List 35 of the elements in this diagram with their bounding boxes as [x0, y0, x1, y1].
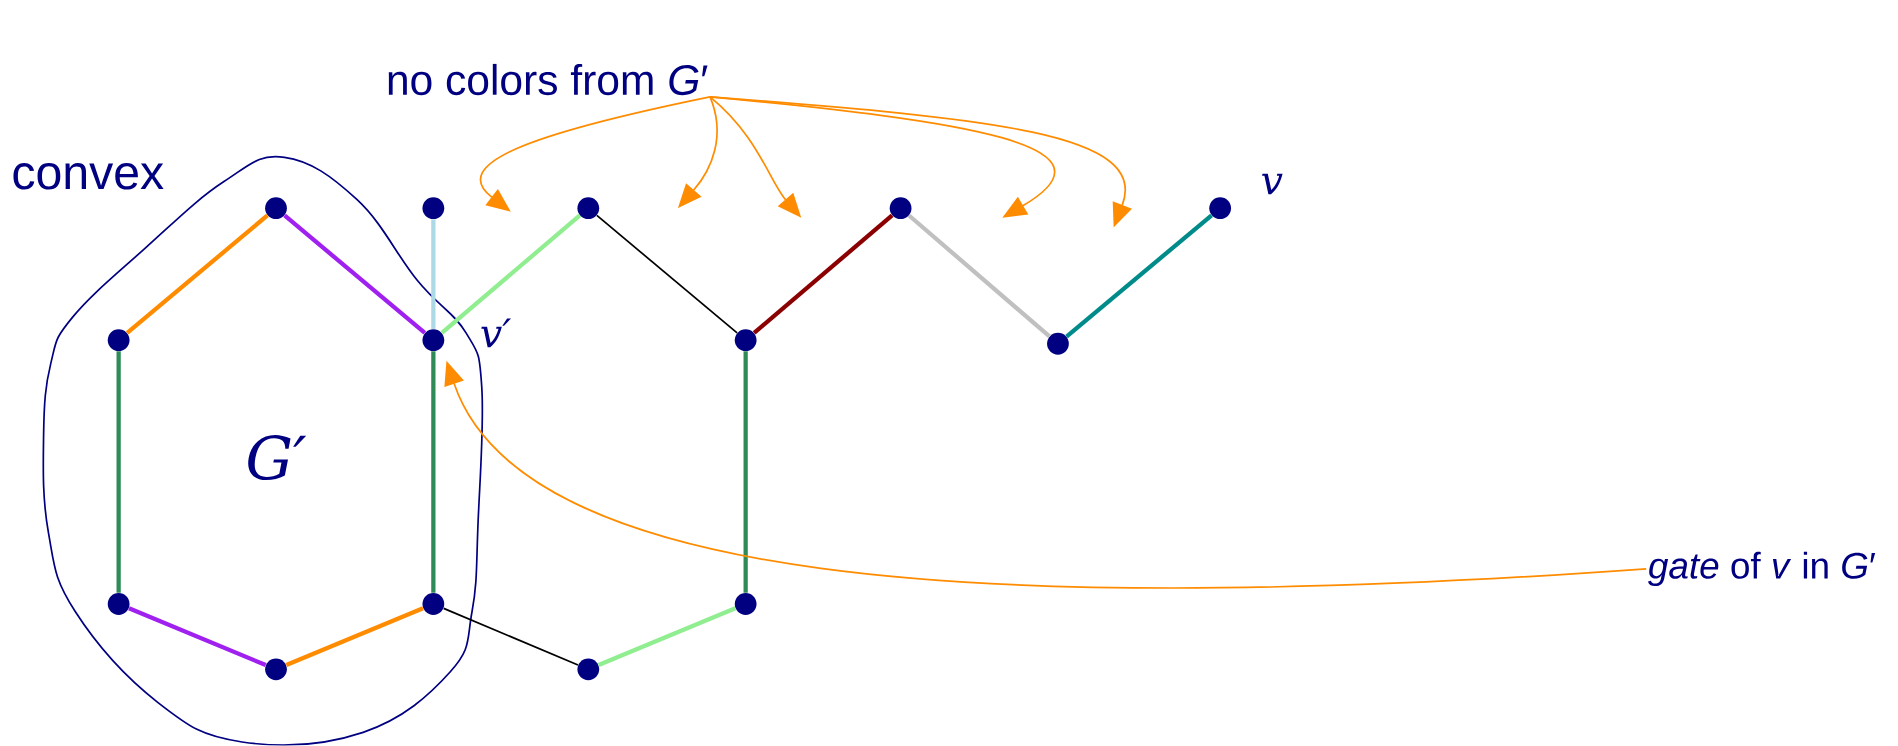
annotation-text: no colors from G′: [388, 64, 708, 96]
graph-edge: [907, 214, 1051, 339]
graph-edge: [442, 607, 579, 667]
vertex-label: v: [1262, 173, 1283, 195]
vertex-dot: [577, 658, 600, 681]
vertex-dot: [889, 197, 912, 220]
graph-edge: [1065, 213, 1213, 339]
vertex-dot: [107, 329, 130, 352]
leader-arrow: [479, 96, 711, 212]
vertex-dot: [265, 197, 287, 220]
annotation-text: gate of v in G′: [1648, 551, 1876, 587]
graph-label: G′: [248, 435, 307, 481]
graph-edge: [125, 213, 269, 335]
vertex-dot: [265, 658, 287, 681]
graph-edge: [597, 606, 737, 668]
graph-edge: [431, 351, 436, 593]
vertex-dot: [107, 593, 130, 616]
graph-edge: [596, 214, 738, 334]
vertex-dot: [422, 593, 445, 616]
vertex-label: v′: [481, 318, 512, 348]
graph-edge: [285, 606, 424, 668]
graph-edge: [283, 213, 427, 335]
vertex-dot: [1047, 333, 1069, 355]
vertex-dot: [577, 197, 600, 220]
vertex-dot: [734, 593, 757, 616]
graph-edge: [116, 351, 121, 593]
vertex-dot: [1209, 197, 1232, 220]
graph-edge: [752, 214, 894, 335]
graph-edge: [431, 219, 436, 330]
vertex-dot: [422, 329, 445, 352]
graph-edge: [440, 214, 582, 335]
vertex-dot: [734, 329, 757, 352]
graph-edge: [743, 351, 748, 593]
graph-edge: [128, 606, 267, 668]
vertex-dot: [422, 197, 445, 220]
